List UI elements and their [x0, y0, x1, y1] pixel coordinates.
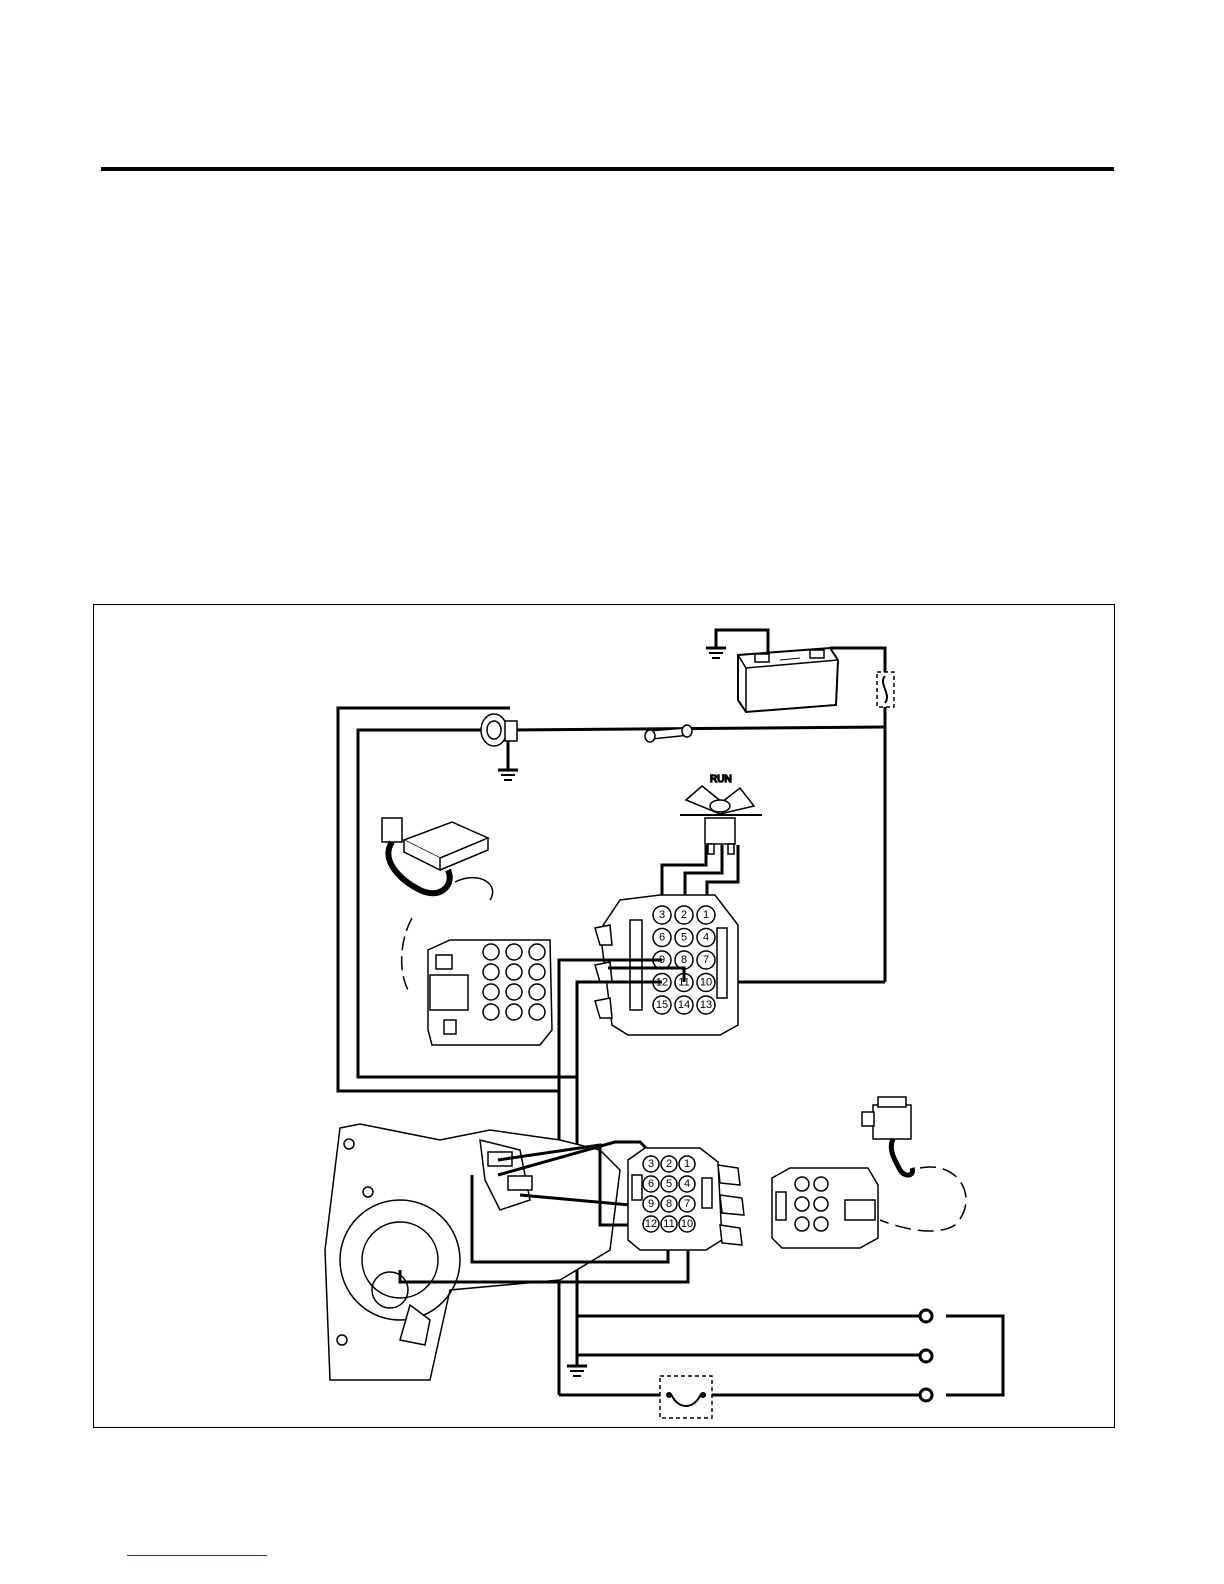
switch-label: RUN: [710, 774, 732, 785]
fuse-icon: [877, 672, 894, 707]
lower-connector-pin-label: 8: [666, 1198, 672, 1210]
upper-connector-pin-label: 8: [681, 954, 687, 966]
upper-connector-pin-label: 2: [681, 909, 687, 921]
battery-icon: [738, 648, 838, 712]
lower-connector-pin-label: 7: [684, 1198, 690, 1210]
upper-connector-pin-label: 1: [703, 909, 709, 921]
lower-connector-pin-label: 2: [666, 1158, 672, 1170]
wire-jumper: [946, 1316, 1003, 1395]
lower-connector-pin-label: 12: [645, 1218, 657, 1230]
ground-symbol-icon: [498, 741, 518, 780]
upper-connector-pin-label: 6: [659, 932, 665, 944]
upper-connector-pin-label: 5: [681, 932, 687, 944]
connector-module: [428, 940, 552, 1045]
lower-connector-pin-label: 6: [648, 1178, 654, 1190]
lower-connector-pin-label: 3: [648, 1158, 654, 1170]
upper-connector-pin-label: 4: [703, 932, 709, 944]
circuit-breaker-icon: [660, 1376, 712, 1418]
lower-connector-pin-label: 5: [666, 1178, 672, 1190]
upper-connector-pin-label: 15: [656, 999, 668, 1011]
upper-connector-pin-label: 10: [700, 977, 712, 989]
lower-connector-pin-label: 9: [648, 1198, 654, 1210]
buzzer-icon: [481, 714, 517, 754]
upper-connector-pin-label: 7: [703, 954, 709, 966]
lower-connector-pin-label: 1: [684, 1158, 690, 1170]
upper-connector-pin-label: 3: [659, 909, 665, 921]
upper-connector-pin-label: 14: [678, 999, 690, 1011]
lower-connector-pin-label: 11: [663, 1218, 674, 1230]
rocker-switch-icon: RUN: [680, 774, 762, 854]
lower-connector-pin-label: 4: [684, 1178, 690, 1190]
lower-connector-pin-label: 10: [681, 1218, 693, 1230]
wire-feed-top: [512, 727, 885, 730]
terminal-icon: [920, 1310, 932, 1401]
ground-symbol-icon: [567, 1355, 587, 1376]
connector-mating: [772, 1168, 878, 1248]
upper-connector-pin-label: 13: [700, 999, 712, 1011]
